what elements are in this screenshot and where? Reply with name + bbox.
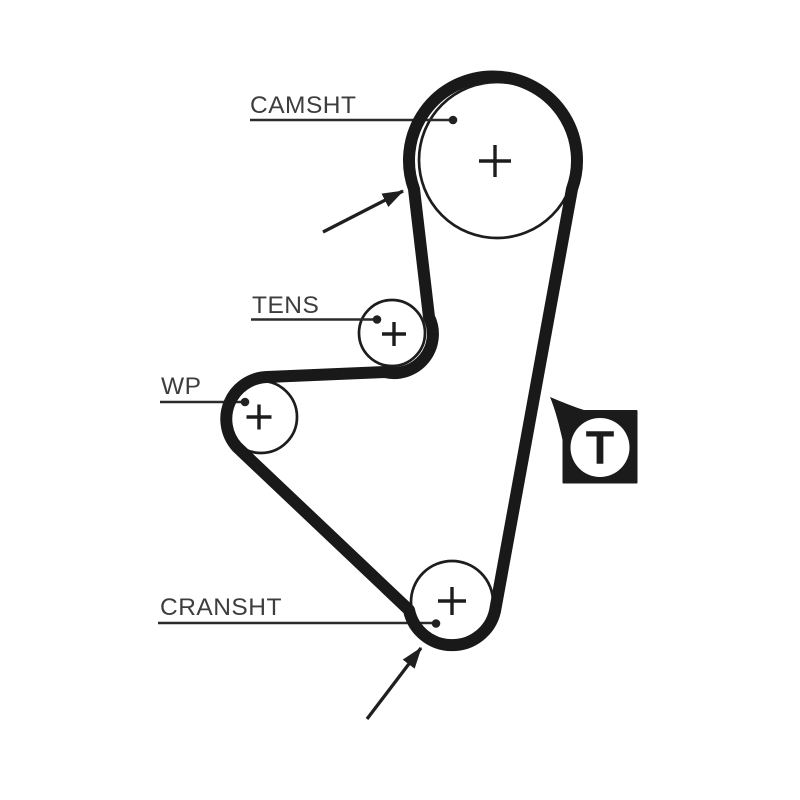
belt-pointer-arrow-upper [322, 189, 404, 234]
timing-belt-path [220, 70, 583, 652]
crankshaft-leader-dot [431, 619, 441, 628]
water-pump-label: WP [161, 373, 201, 400]
water-pump-center-mark [246, 404, 272, 430]
camshaft-leader-dot [448, 115, 458, 125]
belt-pointer-arrow-lower [365, 647, 423, 720]
crankshaft-label: CRANSHT [160, 594, 282, 621]
water-pump-leader-dot [240, 397, 250, 407]
tensioner-center-mark [382, 322, 406, 346]
timing-mark-letter: T [586, 421, 615, 474]
tensioner-pulley-circle [357, 298, 427, 368]
camshaft-center-mark [479, 145, 511, 177]
timing-mark-badge: T [550, 397, 638, 484]
timing-mark-circle [570, 418, 630, 477]
crankshaft-center-mark [438, 587, 466, 615]
tensioner-label: TENS [252, 292, 319, 319]
tensioner-leader-dot [372, 315, 382, 324]
camshaft-label: CAMSHT [250, 92, 356, 119]
timing-mark-pointer [550, 397, 587, 442]
